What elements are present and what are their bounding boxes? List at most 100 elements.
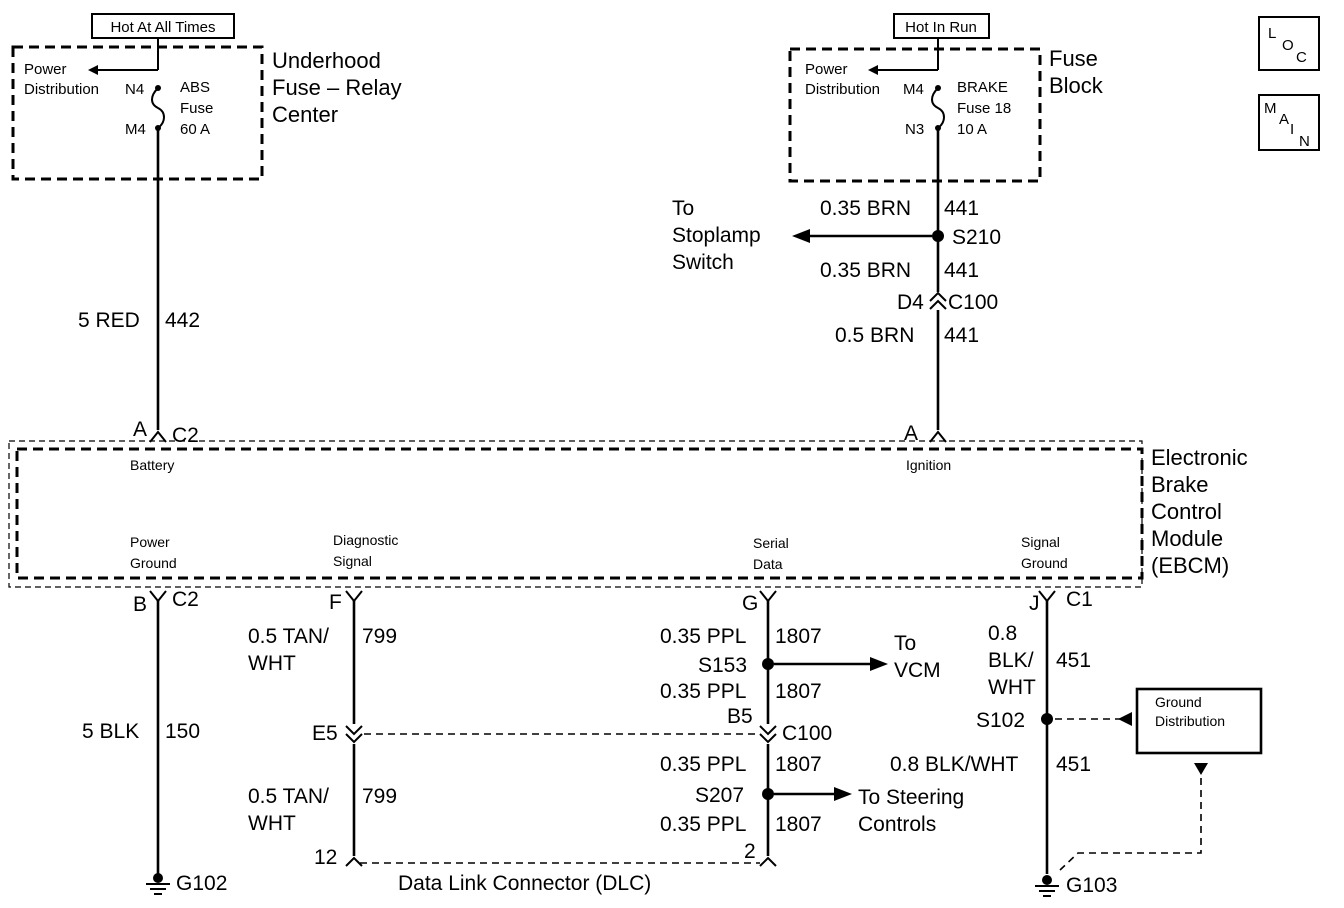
pin-label: M4 [903, 81, 924, 98]
arrow-left-icon [868, 65, 878, 75]
wire-gauge: 0.8 BLK/WHT [890, 753, 1019, 776]
destination-label: To Steering [858, 786, 964, 809]
ebcm-box [15, 447, 1144, 580]
location-icon-letter: C [1296, 49, 1307, 66]
fuse-label: Fuse [180, 100, 213, 117]
inline-connector-icon [345, 725, 363, 744]
fuse-symbol-icon [151, 87, 165, 129]
destination-label: Controls [858, 813, 936, 836]
destination-label: Stoplamp [672, 224, 761, 247]
wire-circuit: 451 [1056, 753, 1091, 776]
fuse-label: 10 A [957, 121, 987, 138]
fuse-symbol-icon [931, 87, 945, 129]
location-icon-letter: O [1282, 37, 1294, 54]
wire-circuit: 1807 [775, 680, 822, 703]
wire-gauge: 5 BLK [82, 720, 139, 743]
underhood-name: Underhood [272, 48, 381, 73]
destination-label: To [672, 197, 694, 220]
ground-label: G103 [1066, 874, 1117, 897]
connector-name: C2 [172, 588, 199, 611]
wire-gauge: BLK/ [988, 649, 1034, 672]
connector-pin: 12 [314, 846, 337, 869]
destination-label: To [894, 632, 916, 655]
wire-gauge: 0.35 PPL [660, 753, 746, 776]
hot-at-all-times-box [91, 13, 235, 39]
ebcm-name: Electronic [1151, 445, 1248, 470]
connector-pin: G [742, 592, 758, 615]
power-distribution-label: Distribution [805, 81, 880, 98]
power-distribution-label: Power [24, 61, 67, 78]
inline-connector-icon [759, 725, 777, 744]
wire-gauge: 0.5 TAN/ [248, 625, 329, 648]
connector-chevron-icon [1038, 590, 1056, 603]
splice-dot [762, 788, 774, 800]
ebcm-name: Module [1151, 526, 1223, 551]
arrow-left-icon [1118, 712, 1132, 726]
main-icon-letter: M [1264, 100, 1277, 117]
wire-gauge: 5 RED [78, 309, 140, 332]
splice-label: S210 [952, 226, 1001, 249]
connector-chevron-icon [149, 430, 167, 443]
wire-gauge: 0.5 BRN [835, 324, 914, 347]
ebcm-pin-label: Power [130, 534, 170, 550]
wire-circuit: 1807 [775, 813, 822, 836]
ebcm-pin-label: Ground [130, 555, 177, 571]
location-icon-letter: L [1268, 25, 1276, 42]
wire-circuit: 1807 [775, 625, 822, 648]
pin-label: N3 [905, 121, 924, 138]
ebcm-pin-label: Battery [130, 457, 174, 473]
ebcm-pin-label: Serial [753, 535, 789, 551]
connector-pin: E5 [312, 722, 338, 745]
dlc-label: Data Link Connector (DLC) [398, 872, 651, 895]
connector-name: C100 [782, 722, 832, 745]
ebcm-pin-label: Signal [1021, 534, 1060, 550]
connector-chevron-icon [759, 590, 777, 603]
fuse-block-box [788, 47, 1042, 183]
connector-chevron-icon [149, 590, 167, 603]
wire-circuit: 799 [362, 625, 397, 648]
splice-dot [1041, 713, 1053, 725]
wire-gauge: 0.5 TAN/ [248, 785, 329, 808]
main-icon-letter: N [1299, 133, 1310, 150]
connector-chevron-icon [345, 856, 363, 867]
wire-gauge: 0.35 BRN [820, 259, 911, 282]
main-icon [1258, 94, 1320, 151]
underhood-name: Center [272, 102, 338, 127]
fuse-label: ABS [180, 79, 210, 96]
ebcm-pin-label: Diagnostic [333, 532, 398, 548]
ground-label: G102 [176, 872, 227, 895]
power-distribution-label: Distribution [24, 81, 99, 98]
wire-circuit: 441 [944, 197, 979, 220]
hot-in-run-box [893, 13, 990, 39]
connector-chevron-icon [759, 856, 777, 867]
ground-distribution-label: Distribution [1155, 713, 1225, 729]
ebcm-pin-label: Signal [333, 553, 372, 569]
connector-pin: J [1029, 592, 1040, 615]
splice-label: S207 [695, 784, 744, 807]
wire-gauge: 0.35 PPL [660, 680, 746, 703]
fuse-block-name: Block [1049, 73, 1104, 98]
connector-name: C2 [172, 424, 199, 447]
ground-icon [1035, 875, 1059, 897]
ebcm-outer-outline [8, 440, 1143, 588]
ebcm-pin-label: Data [753, 556, 783, 572]
hot-in-run-label: Hot In Run [905, 19, 977, 36]
connector-chevron-icon [345, 590, 363, 603]
arrow-right-icon [870, 657, 888, 671]
wire-circuit: 451 [1056, 649, 1091, 672]
ground-distribution-box [1135, 687, 1263, 755]
arrow-down-icon [1194, 763, 1208, 775]
ebcm-name: Brake [1151, 472, 1208, 497]
underhood-fuse-relay-center-box [11, 45, 264, 181]
wire-gauge: 0.35 PPL [660, 813, 746, 836]
destination-label: VCM [894, 659, 941, 682]
ground-icon [146, 873, 170, 895]
hot-at-all-times-label: Hot At All Times [110, 19, 215, 36]
location-icon [1258, 16, 1320, 71]
destination-label: Switch [672, 251, 734, 274]
fuse-label: BRAKE [957, 79, 1008, 96]
main-icon-letter: I [1290, 121, 1294, 138]
fuse-label: 60 A [180, 121, 210, 138]
wire-gauge: 0.8 [988, 622, 1017, 645]
